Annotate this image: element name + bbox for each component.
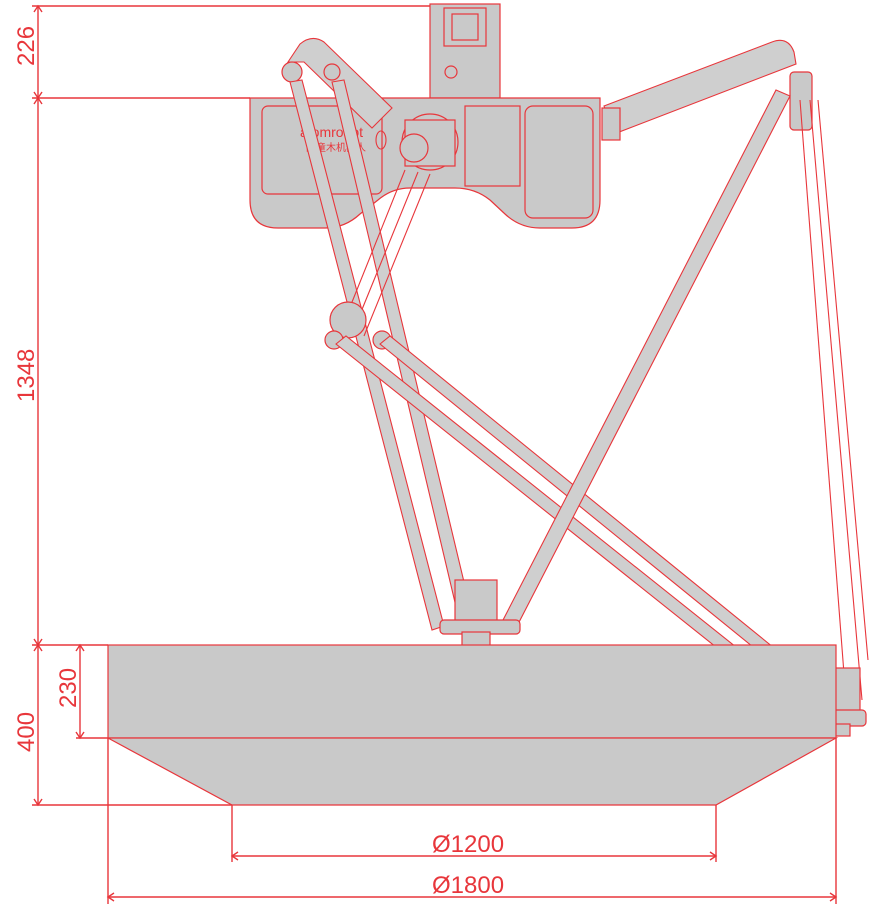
workspace-volume	[107, 644, 839, 806]
robot-body: atomrobot 阿童木机器人	[249, 3, 601, 229]
dim-top-height: 226	[13, 26, 40, 66]
workspace-cone	[107, 737, 839, 806]
motor-window-inner	[451, 13, 479, 41]
mount-hole	[444, 65, 458, 79]
workspace-cylinder	[107, 644, 837, 739]
dimension-lines	[32, 4, 838, 904]
right-upper-arm	[601, 39, 813, 141]
dim-workspace-cylinder-height: 230	[55, 668, 82, 708]
dim-bottom-diameter: Ø1200	[432, 831, 504, 858]
housing-panel-center	[464, 105, 521, 187]
forearm-rods	[289, 79, 869, 731]
brand-emblem	[375, 130, 387, 150]
center-end-effector	[439, 579, 521, 647]
housing-panel-right	[524, 105, 594, 219]
dim-reach-height: 1348	[13, 349, 40, 402]
motor-cap	[399, 133, 429, 163]
dim-top-diameter: Ø1800	[432, 872, 504, 899]
dim-workspace-total-height: 400	[13, 712, 40, 752]
